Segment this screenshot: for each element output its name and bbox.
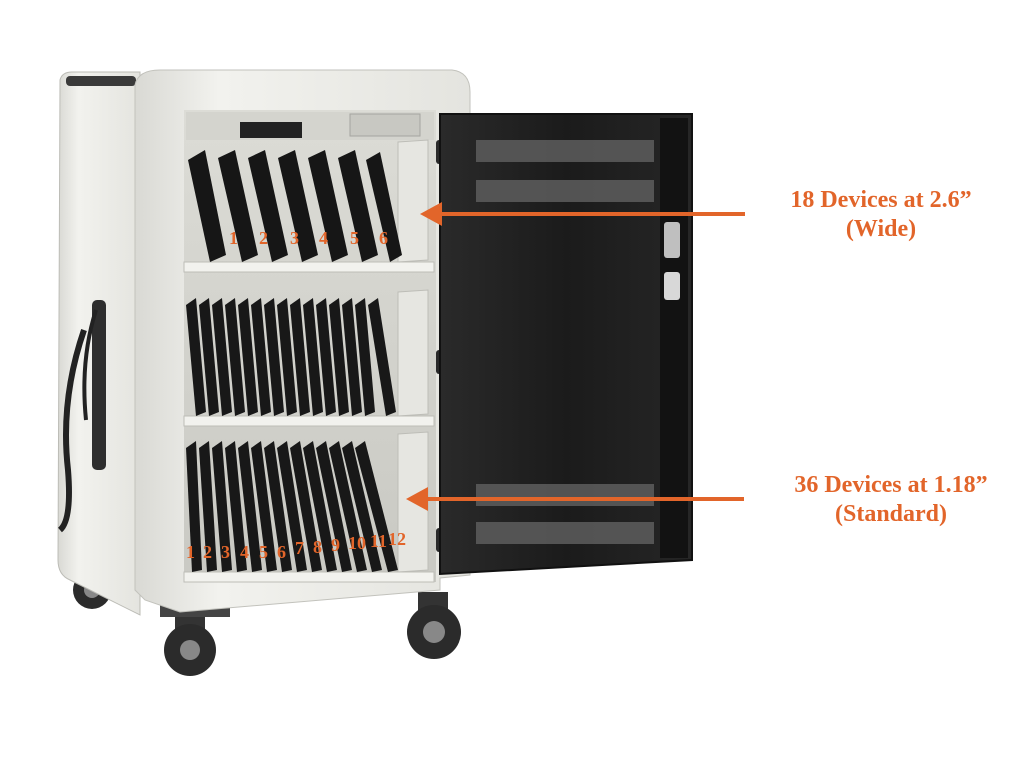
slot-number: 5 [259,542,268,562]
slot-number: 3 [290,228,299,248]
slot-number: 2 [203,542,212,562]
wide-capacity-callout: 18 Devices at 2.6” (Wide) [756,186,1006,244]
slot-number: 1 [186,542,195,562]
cabinet-door [439,113,693,576]
slot-number: 3 [221,542,230,562]
arrow-head-icon [420,202,442,226]
slot-number: 1 [229,228,238,248]
standard-label: (Standard) [834,501,948,527]
slot-number: 8 [313,537,322,557]
middle-shelf-dividers [186,298,396,416]
wide-arrow [420,202,745,226]
standard-capacity-text: 36 Devices at 1.18” [794,472,988,498]
slot-number: 4 [319,228,328,248]
standard-capacity-callout: 36 Devices at 1.18” (Standard) [746,471,1024,529]
slot-number: 11 [370,531,388,551]
slot-number: 5 [350,228,359,248]
wide-label: (Wide) [845,216,917,242]
slot-number: 6 [379,228,388,248]
slot-number: 12 [388,529,406,549]
wide-capacity-text: 18 Devices at 2.6” [790,187,972,213]
slot-number: 7 [295,538,304,558]
top-shelf-dividers [188,150,402,262]
slot-number: 10 [348,533,366,553]
bottom-shelf-dividers [186,441,398,572]
standard-arrow [406,487,744,511]
side-handle [57,300,106,533]
slot-number: 4 [240,542,249,562]
arrow-head-icon [406,487,428,511]
slot-number: 2 [259,228,268,248]
slot-number: 6 [277,542,286,562]
slot-number: 9 [331,535,340,555]
